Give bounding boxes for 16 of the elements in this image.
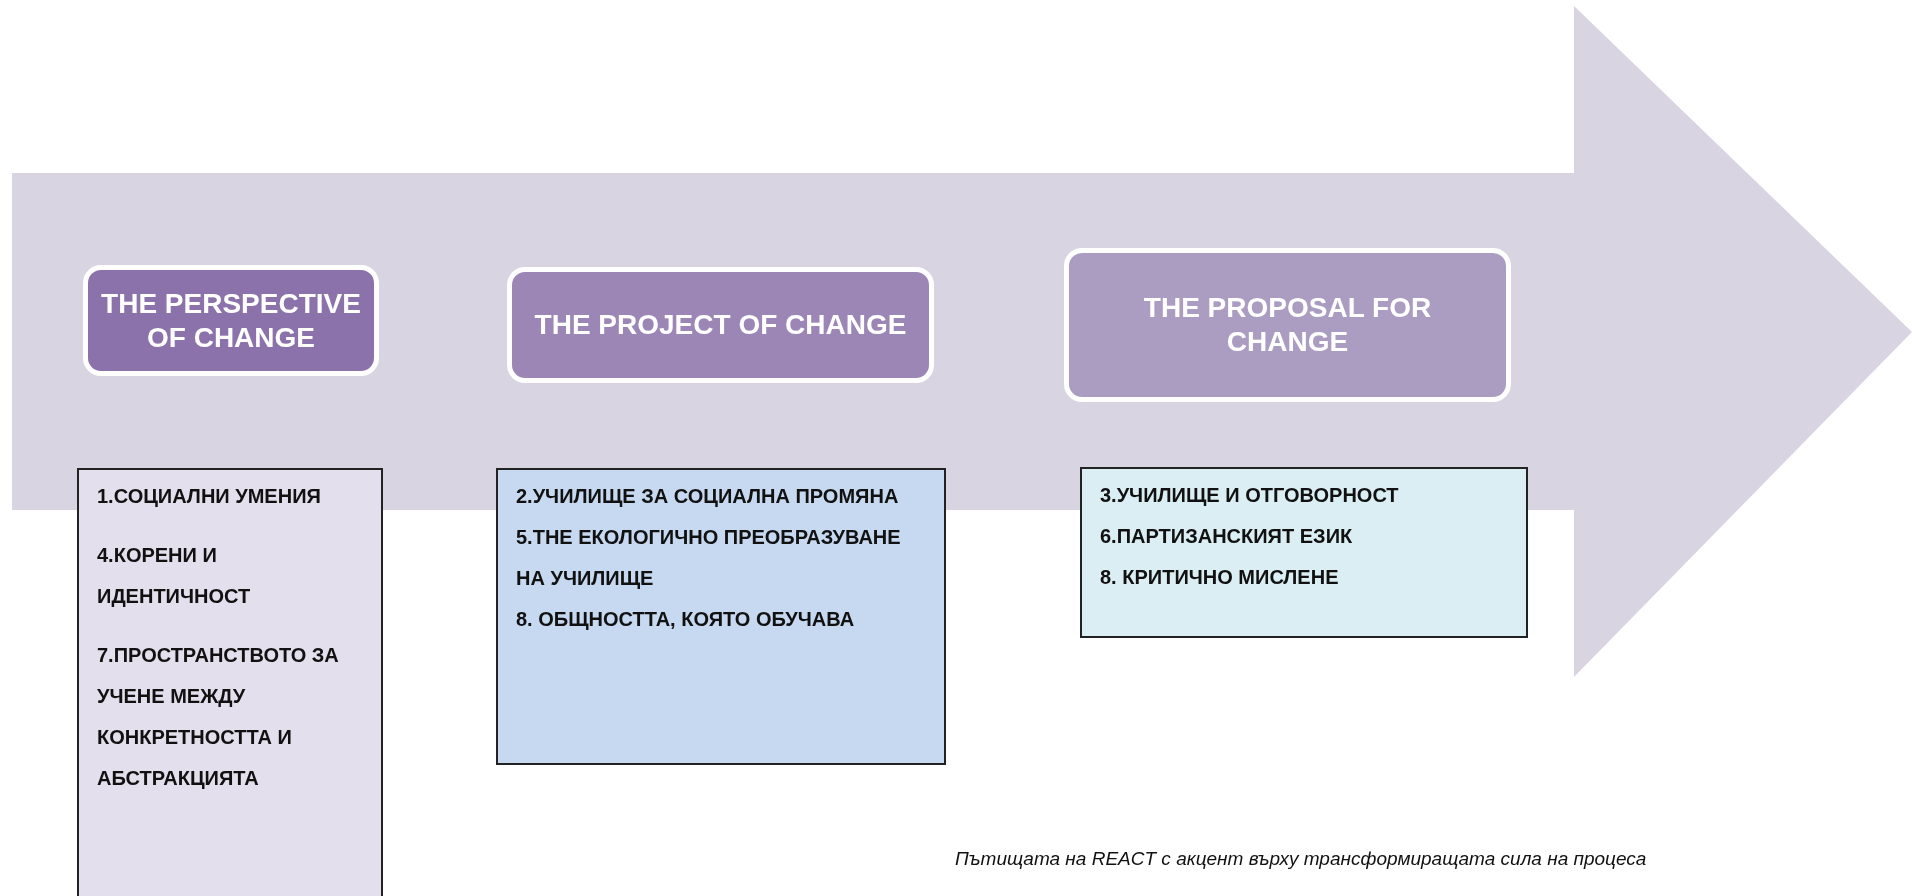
topic-text: 8. ОБЩНОСТТА, КОЯТО ОБУЧАВА (516, 607, 856, 632)
topic-panel (77, 468, 383, 896)
stage-box: THE PROPOSAL FOR CHANGE (1064, 248, 1511, 402)
topic-text: 2.УЧИЛИЩЕ ЗА СОЦИАЛНА ПРОМЯНА (516, 484, 900, 509)
topic-text: 3.УЧИЛИЩЕ И ОТГОВОРНОСТ (1100, 483, 1400, 508)
topic-panel (1080, 467, 1528, 638)
stage-box: THE PERSPECTIVE OF CHANGE (83, 265, 379, 376)
topic-text: 8. КРИТИЧНО МИСЛЕНЕ (1100, 565, 1340, 590)
stage-box: THE PROJECT OF CHANGE (507, 267, 934, 383)
topic-text: 4.КОРЕНИ И ИДЕНТИЧНОСТ (97, 543, 252, 609)
topic-text: 7.ПРОСТРАНСТВОТО ЗА УЧЕНЕ МЕЖДУ КОНКРЕТНОСТТА И АБСТРАКЦИЯТА (97, 643, 340, 791)
topic-panel (496, 468, 946, 765)
topic-text: 6.ПАРТИЗАНСКИЯТ ЕЗИК (1100, 524, 1354, 549)
topic-text: 1.СОЦИАЛНИ УМЕНИЯ (97, 484, 322, 509)
topic-text: 5.THE ЕКОЛОГИЧНО ПРЕОБРАЗУВАНЕ НА УЧИЛИЩЕ (516, 525, 902, 591)
caption: Пътищата на REACT с акцент върху трансформиращата сила на процеса (955, 848, 1647, 870)
